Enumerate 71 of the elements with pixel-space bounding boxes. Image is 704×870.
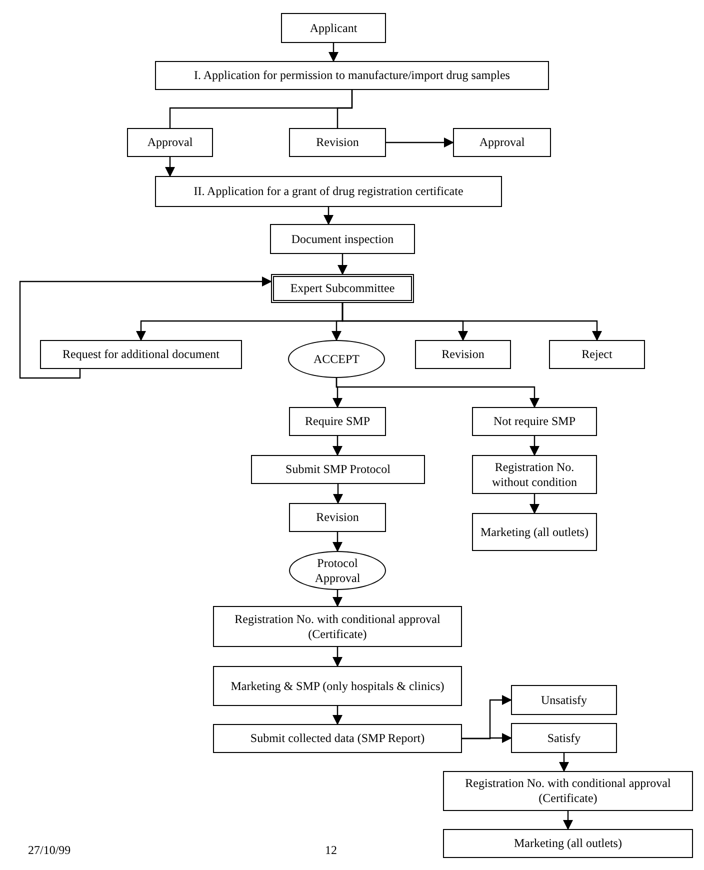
- arrow: [333, 484, 343, 504]
- node-text: Not require SMP: [494, 414, 576, 429]
- process-box: [289, 503, 386, 532]
- arrow: [324, 207, 334, 225]
- node-text: Registration No. with conditional approval (Certificate): [234, 612, 442, 642]
- process-box: [155, 176, 502, 207]
- process-box: [289, 128, 386, 157]
- node-text: Marketing (all outlets): [480, 524, 588, 540]
- date-text: 27/10/99: [28, 842, 71, 859]
- process-box: [511, 685, 617, 715]
- arrow: [559, 753, 569, 772]
- node-text: Marketing (all outlets): [514, 836, 622, 851]
- process-box: [155, 61, 549, 90]
- node-text: Registration No. without condition: [491, 460, 578, 490]
- node-text: Revision: [316, 510, 359, 525]
- process-box: [213, 666, 462, 706]
- arrow: [332, 590, 342, 607]
- node-text: Reject: [582, 347, 612, 362]
- node-text: Registration No. with conditional approval (Certificate): [464, 776, 672, 806]
- node-text: Approval: [147, 135, 193, 150]
- arrow: [563, 811, 573, 830]
- node-text: Protocol Approval: [314, 556, 362, 586]
- process-box: [549, 340, 645, 369]
- process-box: [415, 340, 511, 369]
- arrow: [328, 43, 338, 62]
- node-text: Document inspection: [291, 232, 394, 246]
- arrow: [462, 733, 512, 743]
- process-box: [453, 128, 551, 157]
- node-text: II. Application for a grant of drug registration certificate: [194, 184, 464, 199]
- arrow: [530, 436, 540, 456]
- process-box: [213, 606, 462, 647]
- node-text: Submit collected data (SMP Report): [250, 731, 425, 746]
- process-box: [472, 407, 597, 436]
- process-box: [270, 224, 415, 254]
- node-text: I. Application for permission to manufacture/import drug samples: [194, 68, 510, 83]
- process-box: [127, 128, 213, 157]
- arrow: [19, 276, 272, 379]
- node-text: Submit SMP Protocol: [286, 462, 390, 477]
- arrow: [336, 378, 540, 408]
- arrow: [332, 532, 342, 552]
- arrow: [332, 706, 342, 725]
- process-box: [511, 723, 617, 753]
- process-box: [472, 513, 597, 551]
- arrow: [332, 647, 342, 667]
- process-box: [281, 13, 386, 43]
- arrow: [332, 436, 342, 456]
- process-box: [443, 771, 693, 811]
- process-box: [213, 724, 462, 753]
- node-text: Expert Subcommittee: [290, 281, 395, 296]
- node-text: Satisfy: [547, 730, 581, 746]
- node-text: Applicant: [310, 20, 358, 36]
- node-text: Require SMP: [304, 414, 370, 429]
- node-text: ACCEPT: [313, 352, 360, 366]
- page-number: 12: [325, 842, 337, 859]
- node-text: Revision: [316, 135, 359, 150]
- node-text: Approval: [479, 135, 525, 150]
- node-text: Unsatisfy: [541, 692, 587, 708]
- arrow: [342, 303, 602, 341]
- process-box: [40, 340, 242, 369]
- arrow: [165, 157, 175, 177]
- process-box: [251, 455, 425, 484]
- process-box: [443, 829, 693, 858]
- node-text: Request for additional document: [62, 347, 220, 362]
- process-box: [289, 407, 386, 436]
- arrow: [338, 254, 348, 275]
- process-box: [472, 455, 597, 494]
- arrow: [530, 494, 540, 514]
- process-box: [271, 274, 414, 303]
- arrow: [386, 138, 454, 148]
- node-text: Marketing & SMP (only hospitals & clinics): [230, 678, 444, 694]
- node-text: Revision: [442, 347, 484, 362]
